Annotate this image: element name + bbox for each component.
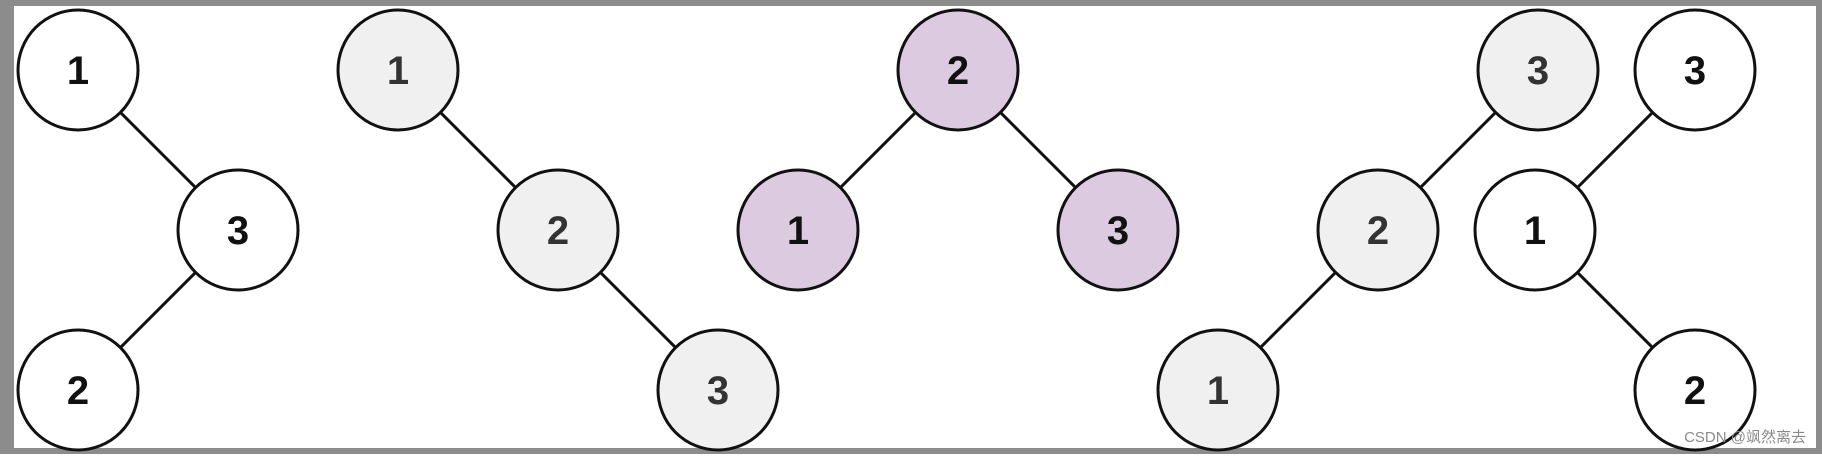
tree-2-node-2-label: 2 xyxy=(547,209,569,253)
tree-1-edge-1 xyxy=(119,111,197,189)
tree-1-node-1 xyxy=(16,8,140,132)
tree-2-edge-1 xyxy=(439,111,517,189)
tree-2-edge-2 xyxy=(599,271,677,349)
tree-2-node-2 xyxy=(496,168,620,292)
tree-1-edge-2 xyxy=(119,271,197,349)
tree-5-node-1 xyxy=(1633,8,1757,132)
tree-3-node-2-label: 1 xyxy=(787,209,809,253)
tree-2-node-3-label: 3 xyxy=(707,369,729,413)
tree-2-node-3 xyxy=(656,328,780,452)
tree-4-node-2-label: 2 xyxy=(1367,209,1389,253)
tree-4-node-1 xyxy=(1476,8,1600,132)
watermark-text: CSDN @飒然离去 xyxy=(1684,429,1806,446)
tree-1-node-1-label: 1 xyxy=(67,49,89,93)
tree-3-edge-1 xyxy=(839,111,917,189)
tree-1-node-2-label: 3 xyxy=(227,209,249,253)
tree-4-edge-1 xyxy=(1419,111,1497,189)
tree-5-node-2 xyxy=(1473,168,1597,292)
tree-3: 2 1 3 xyxy=(736,8,1180,292)
tree-2-node-1 xyxy=(336,8,460,132)
tree-5-node-3-label: 2 xyxy=(1684,369,1706,413)
tree-4-node-3-label: 1 xyxy=(1207,369,1229,413)
tree-1-node-3 xyxy=(16,328,140,452)
tree-4-node-2 xyxy=(1316,168,1440,292)
tree-5-node-1-label: 3 xyxy=(1684,49,1706,93)
tree-3-node-2 xyxy=(736,168,860,292)
tree-4: 3 2 1 xyxy=(1156,8,1600,452)
tree-5: 3 1 2 xyxy=(1473,8,1757,452)
tree-3-edge-2 xyxy=(999,111,1077,189)
tree-3-node-3 xyxy=(1056,168,1180,292)
tree-2-node-1-label: 1 xyxy=(387,49,409,93)
tree-3-node-1-label: 2 xyxy=(947,49,969,93)
tree-5-edge-2 xyxy=(1576,271,1654,349)
tree-4-node-3 xyxy=(1156,328,1280,452)
tree-4-edge-2 xyxy=(1259,271,1337,349)
tree-1-node-3-label: 2 xyxy=(67,369,89,413)
tree-2: 1 2 3 xyxy=(336,8,780,452)
tree-5-edge-1 xyxy=(1576,111,1654,189)
trees-layer: 1 3 2 1 2 3 2 1 3 3 2 1 3 1 2 xyxy=(16,8,1757,452)
tree-1: 1 3 2 xyxy=(16,8,300,452)
tree-4-node-1-label: 3 xyxy=(1527,49,1549,93)
tree-5-node-2-label: 1 xyxy=(1524,209,1546,253)
tree-3-node-3-label: 3 xyxy=(1107,209,1129,253)
tree-5-node-3 xyxy=(1633,328,1757,452)
tree-1-node-2 xyxy=(176,168,300,292)
tree-3-node-1 xyxy=(896,8,1020,132)
